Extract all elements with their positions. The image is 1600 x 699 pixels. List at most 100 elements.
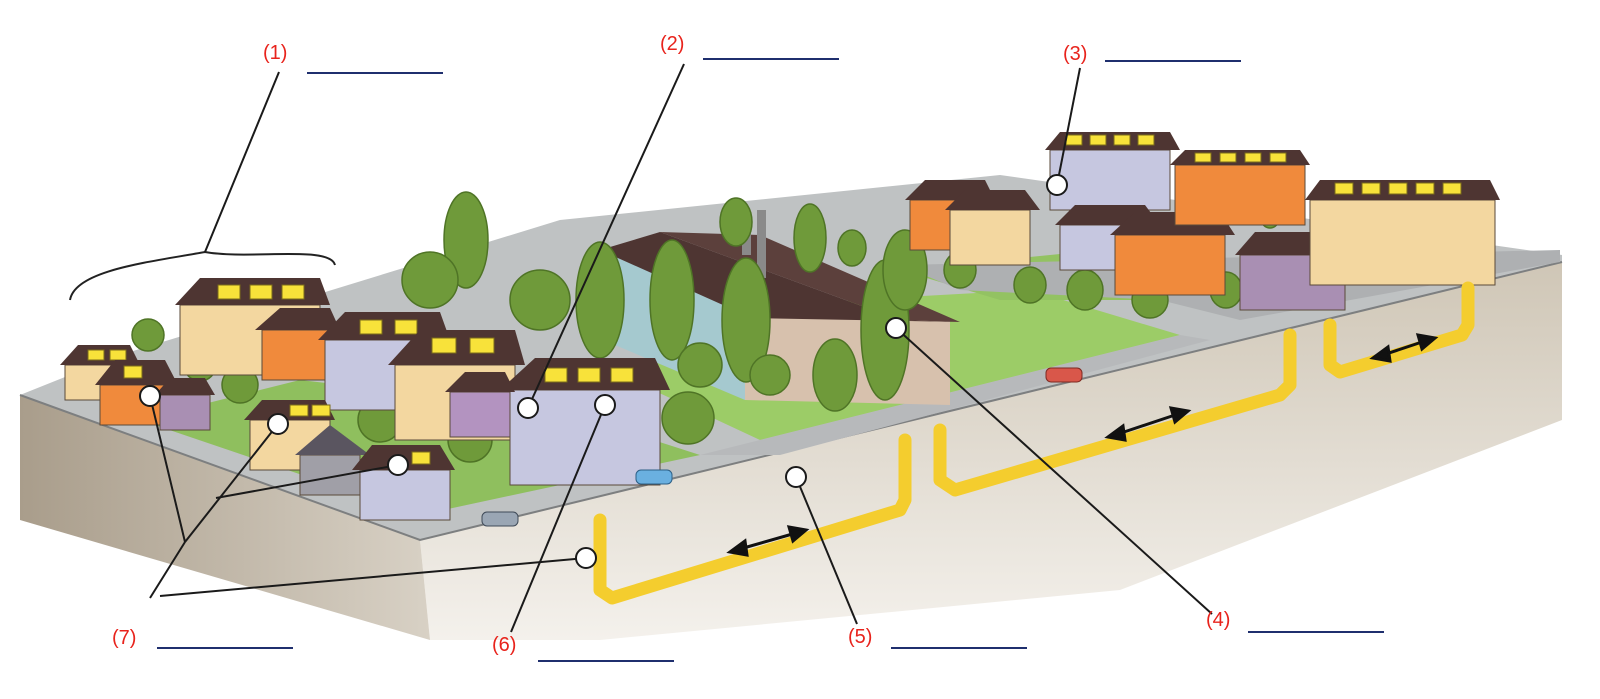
tree-icon (661, 391, 715, 445)
solar-panel-icon (411, 451, 431, 465)
ground-left-face (20, 395, 430, 640)
house-icon (1110, 212, 1235, 296)
solar-panel-icon (544, 367, 568, 383)
pipe-segment (933, 328, 1297, 497)
plant-roof (600, 232, 960, 322)
double-arrow-icon (726, 525, 810, 557)
house-icon (1305, 180, 1500, 286)
solar-panel-icon (1334, 182, 1354, 195)
solar-panel-icon (431, 337, 457, 354)
tree-icon (749, 354, 791, 396)
leader-lines (149, 63, 1213, 633)
tree-icon (812, 338, 858, 412)
house-icon (500, 358, 670, 486)
tree-icon (131, 318, 165, 352)
tree-icon (649, 239, 695, 361)
label-7: (7) (112, 627, 137, 649)
leader-line-7d (215, 464, 399, 499)
callout-marker-icon (575, 547, 597, 569)
leader-line-4 (895, 327, 1213, 615)
solar-panel-icon (87, 349, 105, 361)
tree-icon (575, 241, 625, 359)
car-icon (481, 511, 519, 527)
solar-panel-icon (281, 284, 305, 300)
solar-panel-icon (359, 319, 383, 335)
car-icon (635, 469, 673, 485)
houses-left (60, 278, 670, 521)
cars (481, 367, 1083, 527)
callout-marker-icon (1046, 174, 1068, 196)
label-5: (5) (848, 626, 873, 648)
house-icon (1170, 150, 1310, 226)
answer-blank-4[interactable] (1248, 631, 1384, 633)
callout-markers (139, 174, 1068, 569)
solar-panel-icon (577, 367, 601, 383)
tree-icon (721, 257, 771, 383)
solar-panel-icon (1137, 134, 1155, 146)
solar-panel-icon (610, 367, 634, 383)
callout-marker-icon (387, 454, 409, 476)
label-2: (2) (660, 33, 685, 55)
solar-panel-icon (1219, 152, 1237, 163)
leader-line-6 (510, 404, 606, 633)
answer-blank-3[interactable] (1105, 60, 1241, 62)
callout-marker-icon (785, 466, 807, 488)
leader-line-5 (795, 476, 858, 625)
pipe-network (593, 281, 1475, 605)
road-center (700, 335, 1210, 455)
leader-line-2 (527, 63, 685, 409)
leader-line-7c (149, 541, 186, 599)
solar-panel-icon (1065, 134, 1083, 146)
pipe-segment (1323, 281, 1475, 379)
tree-icon (793, 203, 827, 273)
house-icon (155, 378, 215, 431)
tree-icon (677, 342, 723, 388)
label-1: (1) (263, 42, 288, 64)
houses-right (905, 132, 1500, 311)
label-6: (6) (492, 634, 517, 656)
callout-marker-icon (139, 385, 161, 407)
solar-panel-icon (1361, 182, 1381, 195)
solar-panel-icon (1269, 152, 1287, 163)
ground-front-face (420, 262, 1562, 640)
tree-icon (443, 191, 489, 289)
pipe-segment (593, 433, 912, 605)
leader-line-1 (204, 71, 280, 253)
solar-panel-icon (1442, 182, 1462, 195)
answer-blank-5[interactable] (891, 647, 1027, 649)
double-arrow-icon (1369, 333, 1439, 363)
callout-marker-icon (517, 397, 539, 419)
flow-arrows (726, 333, 1439, 557)
solar-panel-icon (217, 284, 241, 300)
label-3: (3) (1063, 43, 1088, 65)
solar-panel-icon (123, 365, 143, 379)
solar-panel-icon (249, 284, 273, 300)
answer-blank-6[interactable] (538, 660, 674, 662)
solar-panel-icon (1388, 182, 1408, 195)
curb-edge (19, 261, 1563, 542)
tree-icon (509, 269, 571, 331)
callout-marker-icon (267, 413, 289, 435)
answer-blank-1[interactable] (307, 72, 443, 74)
answer-blank-7[interactable] (157, 647, 293, 649)
solar-panel-icon (311, 404, 331, 417)
solar-panel-icon (394, 319, 418, 335)
leader-line-7a (149, 395, 186, 543)
solar-panel-icon (109, 349, 127, 361)
leader-line-7b (184, 423, 279, 543)
chimney-icon (757, 210, 766, 278)
solar-panel-icon (469, 337, 495, 354)
house-icon (295, 425, 370, 496)
solar-panel-icon (1415, 182, 1435, 195)
answer-blank-2[interactable] (703, 58, 839, 60)
solar-panel-icon (1194, 152, 1212, 163)
tree-icon (1013, 266, 1047, 304)
callout-marker-icon (885, 317, 907, 339)
leader-line-3 (1056, 67, 1081, 186)
label-4: (4) (1206, 609, 1231, 631)
solar-panel-icon (289, 404, 309, 417)
car-icon (1045, 367, 1083, 383)
tree-icon (837, 229, 867, 267)
